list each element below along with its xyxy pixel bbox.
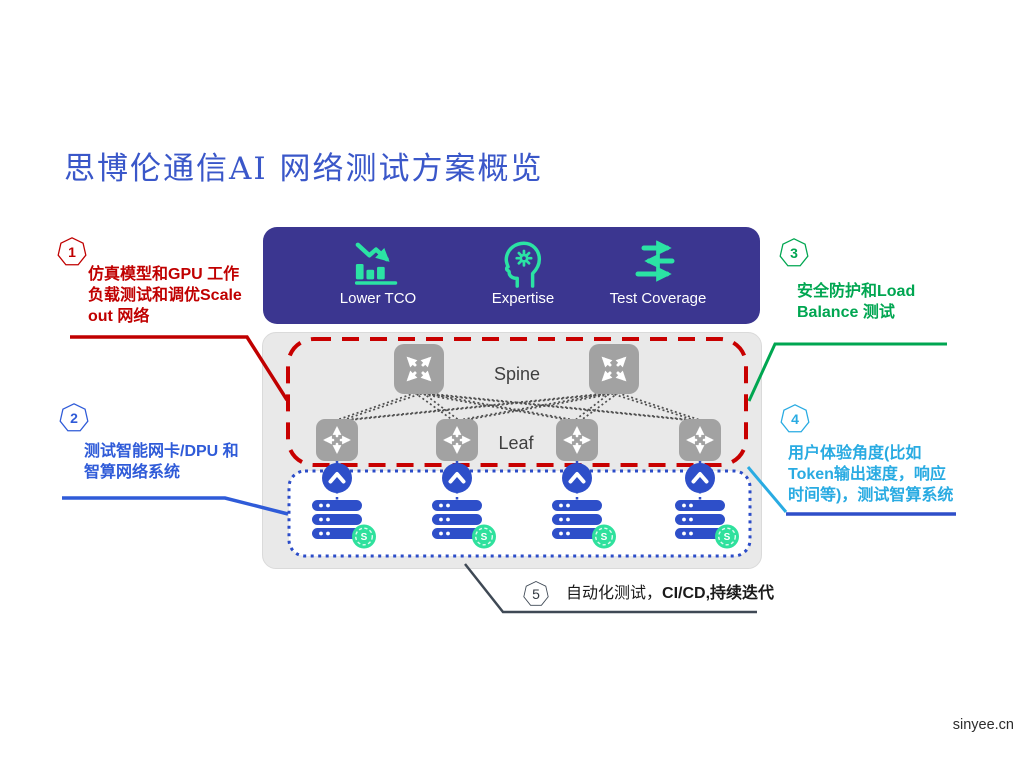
- callout-5-line-bold: CI/CD,持续迭代: [662, 585, 775, 602]
- banner-item-lower-tco: Lower TCO: [308, 238, 448, 307]
- callout-4-text: 用户体验角度(比如 Token输出速度，响应 时间等)，测试智算系统: [788, 443, 953, 506]
- callout-3-marker: 3: [777, 236, 811, 270]
- callout-3-line: 安全防护和Load: [797, 283, 916, 300]
- callout-5-text: 自动化测试，CI/CD,持续迭代: [566, 583, 774, 604]
- callout-5-number: 5: [532, 586, 540, 602]
- banner-item-label: Expertise: [491, 290, 555, 307]
- callout-3-line: Balance 测试: [797, 304, 895, 321]
- callout-3-connector: [747, 342, 947, 402]
- heptagon-icon: [779, 238, 809, 267]
- callout-1-marker: 1: [55, 235, 89, 269]
- callout-4-line: 用户体验角度(比如: [788, 445, 922, 462]
- callout-4-line: 时间等)，测试智算系统: [788, 487, 954, 504]
- heptagon-icon: [57, 237, 87, 266]
- callout-2-text: 测试智能网卡/DPU 和 智算网络系统: [84, 441, 239, 483]
- callout-4-line: Token输出速度，响应: [788, 466, 946, 483]
- callout-2-line: 智算网络系统: [84, 464, 181, 481]
- callout-3-number: 3: [790, 245, 798, 261]
- banner-item-label: Lower TCO: [339, 290, 417, 307]
- callout-4-marker: 4: [778, 402, 812, 436]
- callout-4-number: 4: [791, 411, 799, 427]
- declining-cost-chart-icon: [354, 242, 398, 285]
- callout-1-line: out 网络: [88, 308, 150, 325]
- heptagon-icon: [59, 403, 89, 432]
- heptagon-icon: [780, 404, 810, 433]
- watermark: sinyee.cn: [952, 717, 1014, 733]
- callout-2-line: 测试智能网卡/DPU 和: [84, 443, 239, 460]
- head-gear-icon: [504, 241, 542, 288]
- page-title: 思博伦通信AI 网络测试方案概览: [64, 151, 544, 187]
- banner-item-test-coverage: Test Coverage: [588, 238, 728, 307]
- banner-item-expertise: Expertise: [453, 238, 593, 307]
- callout-1-number: 1: [68, 244, 76, 260]
- banner-item-label: Test Coverage: [609, 290, 707, 307]
- callout-1-line: 仿真模型和GPU 工作: [88, 266, 240, 283]
- callout-5-marker: 5: [521, 579, 551, 609]
- callout-5-line: 自动化测试，: [566, 585, 663, 602]
- callout-2-marker: 2: [57, 401, 91, 435]
- callout-1-connector: [70, 335, 289, 401]
- callout-3-text: 安全防护和Load Balance 测试: [797, 281, 915, 323]
- callout-2-connector: [62, 496, 289, 516]
- exchange-arrows-icon: [635, 240, 675, 282]
- callout-2-number: 2: [70, 410, 78, 426]
- value-banner: Lower TCO Expertise: [263, 227, 760, 324]
- heptagon-icon: [523, 581, 549, 606]
- callout-1-line: 负载测试和调优Scale: [88, 287, 242, 304]
- callout-1-text: 仿真模型和GPU 工作 负载测试和调优Scale out 网络: [88, 264, 242, 327]
- network-topology-panel: [262, 332, 762, 569]
